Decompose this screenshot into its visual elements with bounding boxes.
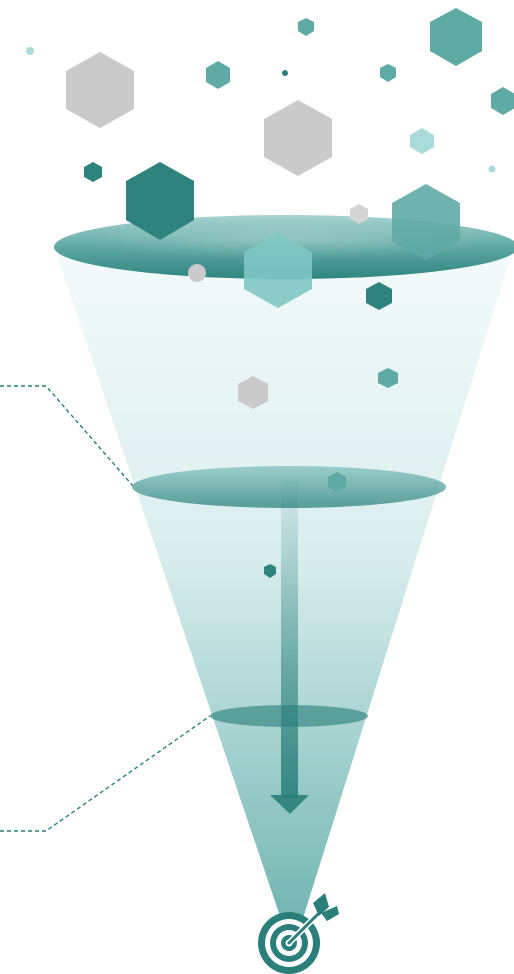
hexagon-particles bbox=[26, 8, 514, 578]
hexagon-icon bbox=[126, 162, 194, 240]
hexagon-icon bbox=[264, 100, 332, 176]
hexagon-icon bbox=[26, 47, 34, 55]
hexagon-icon bbox=[206, 61, 230, 89]
leader-line-lower bbox=[0, 715, 211, 832]
arrow-down-icon bbox=[270, 480, 309, 814]
target-icon bbox=[258, 893, 339, 974]
hexagon-icon bbox=[380, 64, 396, 82]
hexagon-icon bbox=[430, 8, 482, 66]
hexagon-icon bbox=[491, 87, 514, 115]
hexagon-icon bbox=[188, 264, 206, 282]
hexagon-icon bbox=[350, 204, 368, 224]
hexagon-icon bbox=[378, 368, 398, 388]
hexagon-icon bbox=[238, 376, 268, 409]
hexagon-icon bbox=[282, 70, 288, 76]
hexagon-icon bbox=[298, 18, 314, 36]
hexagon-icon bbox=[328, 472, 346, 492]
hexagon-icon bbox=[84, 162, 102, 182]
hexagon-icon bbox=[264, 564, 276, 578]
hexagon-icon bbox=[488, 165, 496, 173]
hexagon-icon bbox=[244, 233, 312, 308]
hexagon-icon bbox=[410, 128, 434, 154]
hexagon-icon bbox=[66, 52, 134, 128]
leader-line-upper bbox=[0, 385, 134, 487]
hexagon-icon bbox=[392, 184, 460, 260]
hexagon-icon bbox=[366, 282, 392, 310]
